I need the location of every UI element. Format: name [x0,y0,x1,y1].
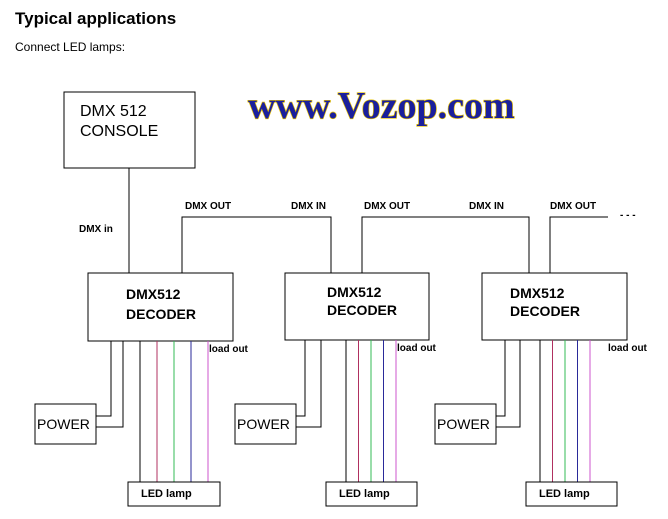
decoder-label-line2: DECODER [510,303,580,319]
led-lamp-label: LED lamp [141,488,192,500]
page-title: Typical applications [15,9,177,28]
chain-line-2 [361,216,530,273]
power-box-3 [434,403,497,445]
decoder-label-line1: DMX512 [510,285,565,301]
power-label: POWER [37,416,90,432]
dmx-in-label-3: DMX IN [469,201,504,212]
power-wire [496,340,506,417]
decoder-label-line2: DECODER [327,302,397,318]
power-wire [496,340,521,428]
console-label-line1: DMX 512 [80,103,147,120]
led-lamp-label: LED lamp [339,488,390,500]
dmx-out-label-2: DMX OUT [364,201,410,212]
dmx-out-label-3: DMX OUT [550,201,596,212]
dmx-in-label-2: DMX IN [291,201,326,212]
power-wire [96,341,124,428]
decoder-label-line1: DMX512 [327,284,382,300]
led-lamp-box-1 [127,481,221,507]
power-wire [296,340,322,428]
dmx-in-label: DMX in [79,224,113,235]
console-label-line2: CONSOLE [80,123,158,140]
continuation-dashes: - - - [620,210,636,221]
power-wire [96,341,112,417]
load-out-label: load out [209,344,249,355]
decoder-label-line1: DMX512 [126,286,181,302]
decoder-box-1 [87,272,234,342]
watermark-text: www.Vozop.com [248,85,515,127]
led-lamp-box-2 [325,481,418,507]
chain-line-1 [181,216,332,273]
power-label: POWER [237,416,290,432]
load-out-label: load out [397,343,437,354]
decoder-box-2 [284,272,430,341]
power-box-2 [234,403,297,445]
chain-line-3 [549,216,608,273]
decoder-label-line2: DECODER [126,306,196,322]
dmx-out-label-1: DMX OUT [185,201,231,212]
led-lamp-box-3 [525,481,618,507]
power-label: POWER [437,416,490,432]
page-subtitle: Connect LED lamps: [15,40,126,54]
load-out-label: load out [608,343,648,354]
led-lamp-label: LED lamp [539,488,590,500]
power-box-1 [34,403,97,445]
power-wire [296,340,306,417]
decoder-box-3 [481,272,628,341]
